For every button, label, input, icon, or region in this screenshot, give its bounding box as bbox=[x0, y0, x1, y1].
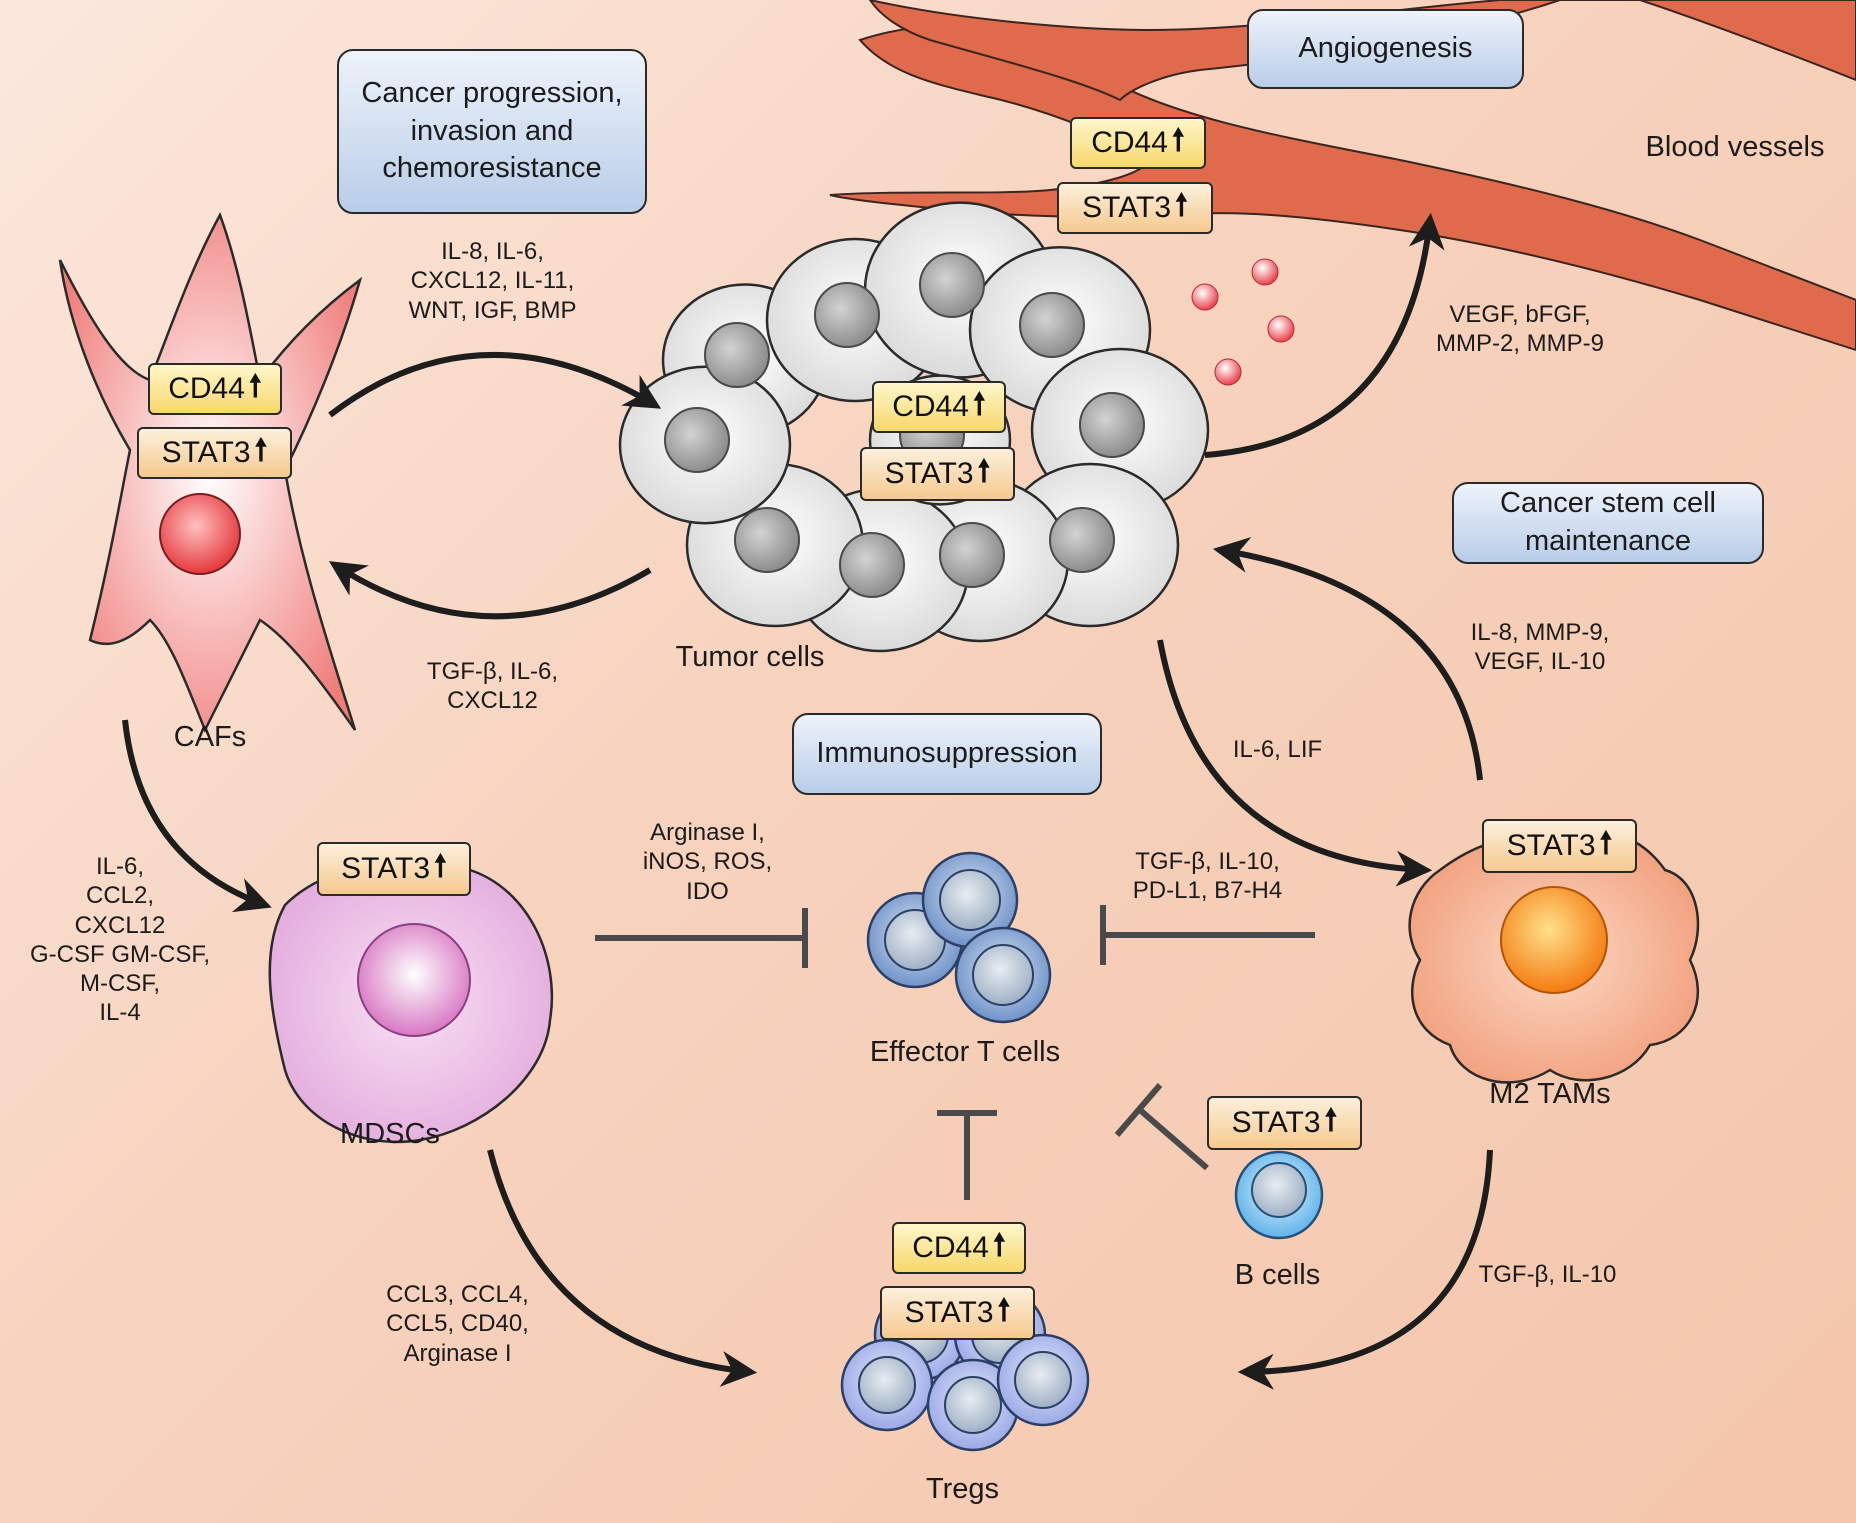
stat3-label: STAT3 bbox=[904, 1296, 994, 1329]
up-arrow-icon: 🠕 bbox=[1171, 123, 1185, 157]
process-immunosuppression-box: Immunosuppression bbox=[792, 713, 1102, 795]
up-arrow-icon: 🠕 bbox=[1599, 826, 1613, 860]
arrow-caf-to-tumor bbox=[328, 352, 662, 418]
tumor-cell-nucleus bbox=[1019, 292, 1085, 358]
label-tregs: Tregs bbox=[925, 1473, 1000, 1505]
inhibition-bcell-to-effector bbox=[1114, 1083, 1209, 1171]
stat3-label: STAT3 bbox=[884, 457, 974, 490]
inhibition-mdsc-to-effector bbox=[595, 908, 808, 968]
stat3-label: STAT3 bbox=[1231, 1106, 1321, 1139]
tumor-cell-nucleus bbox=[734, 507, 800, 573]
up-arrow-icon: 🠕 bbox=[434, 849, 447, 883]
inhibition-treg-to-effector bbox=[937, 1110, 997, 1200]
arrow-tam-to-tumor bbox=[1212, 536, 1483, 781]
arrow-tumor-to-tam bbox=[1157, 639, 1433, 887]
up-arrow-icon: 🠕 bbox=[1324, 1103, 1338, 1137]
cd44-label: CD44 bbox=[912, 1231, 989, 1264]
stat3-tag-tumor: STAT3🠕 bbox=[860, 447, 1015, 501]
inhibition-tam-to-effector bbox=[1100, 905, 1315, 965]
stat3-label: STAT3 bbox=[1082, 191, 1172, 224]
cd44-tag-caf: CD44🠕 bbox=[148, 363, 282, 415]
signals-mdsc-to-effector: Arginase I, iNOS, ROS, IDO bbox=[642, 819, 773, 905]
label-tumor-cells: Tumor cells bbox=[675, 641, 825, 673]
mdsc-cell bbox=[268, 858, 554, 1144]
arrow-tam-to-treg bbox=[1237, 1149, 1493, 1390]
tumor-cell-nucleus bbox=[839, 532, 905, 598]
signals-tam-to-treg: TGF-β, IL-10 bbox=[1478, 1261, 1617, 1288]
signals-tam-to-effector: TGF-β, IL-10, PD-L1, B7-H4 bbox=[1132, 848, 1283, 905]
label-mdscs: MDSCs bbox=[340, 1118, 440, 1150]
red-blood-cell bbox=[1267, 315, 1295, 343]
label-b-cells: B cells bbox=[1234, 1259, 1321, 1291]
stat3-tag-vessel: STAT3🠕 bbox=[1057, 182, 1213, 234]
signals-tumor-to-vessel: VEGF, bFGF, MMP-2, MMP-9 bbox=[1436, 301, 1604, 358]
cd44-label: CD44 bbox=[892, 390, 969, 423]
tumor-cell-nucleus bbox=[919, 252, 985, 318]
signals-caf-to-tumor: IL-8, IL-6, CXCL12, IL-11, WNT, IGF, BMP bbox=[408, 238, 577, 324]
process-progression-box: Cancer progression, invasion and chemore… bbox=[337, 49, 647, 214]
stat3-tag-caf: STAT3🠕 bbox=[137, 427, 292, 479]
signals-mdsc-to-treg: CCL3, CCL4, CCL5, CD40, Arginase I bbox=[386, 1281, 529, 1367]
tumor-cell-nucleus bbox=[704, 322, 770, 388]
signals-tumor-to-tam: IL-6, LIF bbox=[1232, 736, 1323, 763]
up-arrow-icon: 🠕 bbox=[997, 1293, 1011, 1327]
process-angiogenesis-box: Angiogenesis bbox=[1247, 9, 1524, 89]
up-arrow-icon: 🠕 bbox=[992, 1228, 1006, 1262]
label-cafs: CAFs bbox=[173, 721, 247, 753]
up-arrow-icon: 🠕 bbox=[254, 433, 268, 467]
tumor-cell-nucleus bbox=[814, 282, 880, 348]
red-blood-cell bbox=[1251, 258, 1279, 286]
red-blood-cell bbox=[1191, 283, 1219, 311]
up-arrow-icon: 🠕 bbox=[1175, 188, 1188, 222]
arrow-caf-to-mdsc bbox=[122, 719, 272, 913]
tumor-cell-nucleus bbox=[939, 522, 1005, 588]
process-stemness-box: Cancer stem cell maintenance bbox=[1452, 482, 1764, 564]
arrow-tumor-to-caf bbox=[328, 561, 652, 620]
signals-caf-to-mdsc: IL-6, CCL2, CXCL12 G-CSF GM-CSF, M-CSF, … bbox=[30, 853, 210, 1027]
stat3-tag-bcell: STAT3🠕 bbox=[1207, 1096, 1362, 1150]
stat3-label: STAT3 bbox=[161, 436, 251, 469]
stat3-label: STAT3 bbox=[1506, 829, 1596, 862]
signals-tumor-to-caf: TGF-β, IL-6, CXCL12 bbox=[426, 658, 559, 715]
up-arrow-icon: 🠕 bbox=[972, 387, 986, 421]
tumor-cell-cluster bbox=[618, 201, 1210, 653]
cd44-label: CD44 bbox=[1091, 126, 1168, 159]
tumor-cell-nucleus bbox=[1079, 392, 1145, 458]
signals-tam-to-tumor: IL-8, MMP-9, VEGF, IL-10 bbox=[1470, 619, 1610, 676]
effector-t-cells bbox=[866, 851, 1052, 1024]
arrow-tumor-to-vessel bbox=[1204, 212, 1445, 458]
cd44-tag-tumor: CD44🠕 bbox=[872, 381, 1006, 433]
stat3-label: STAT3 bbox=[341, 852, 431, 885]
label-m2-tams: M2 TAMs bbox=[1489, 1078, 1611, 1110]
label-effector-t-cells: Effector T cells bbox=[869, 1036, 1061, 1068]
label-blood-vessels: Blood vessels bbox=[1645, 131, 1825, 163]
cd44-tag-vessel: CD44🠕 bbox=[1070, 117, 1206, 169]
up-arrow-icon: 🠕 bbox=[248, 369, 262, 403]
m2-tam-cell bbox=[1408, 831, 1700, 1084]
b-cell bbox=[1234, 1150, 1324, 1240]
cd44-tag-treg: CD44🠕 bbox=[892, 1222, 1026, 1274]
stat3-tag-mdsc: STAT3🠕 bbox=[317, 842, 471, 896]
cd44-label: CD44 bbox=[168, 372, 245, 405]
red-blood-cell bbox=[1214, 358, 1242, 386]
up-arrow-icon: 🠕 bbox=[977, 454, 991, 488]
stat3-tag-treg: STAT3🠕 bbox=[880, 1286, 1035, 1340]
arrow-mdsc-to-treg bbox=[487, 1149, 758, 1387]
tumor-cell-nucleus bbox=[664, 407, 730, 473]
stat3-tag-tam: STAT3🠕 bbox=[1482, 819, 1637, 873]
tumor-cell-nucleus bbox=[1049, 507, 1115, 573]
